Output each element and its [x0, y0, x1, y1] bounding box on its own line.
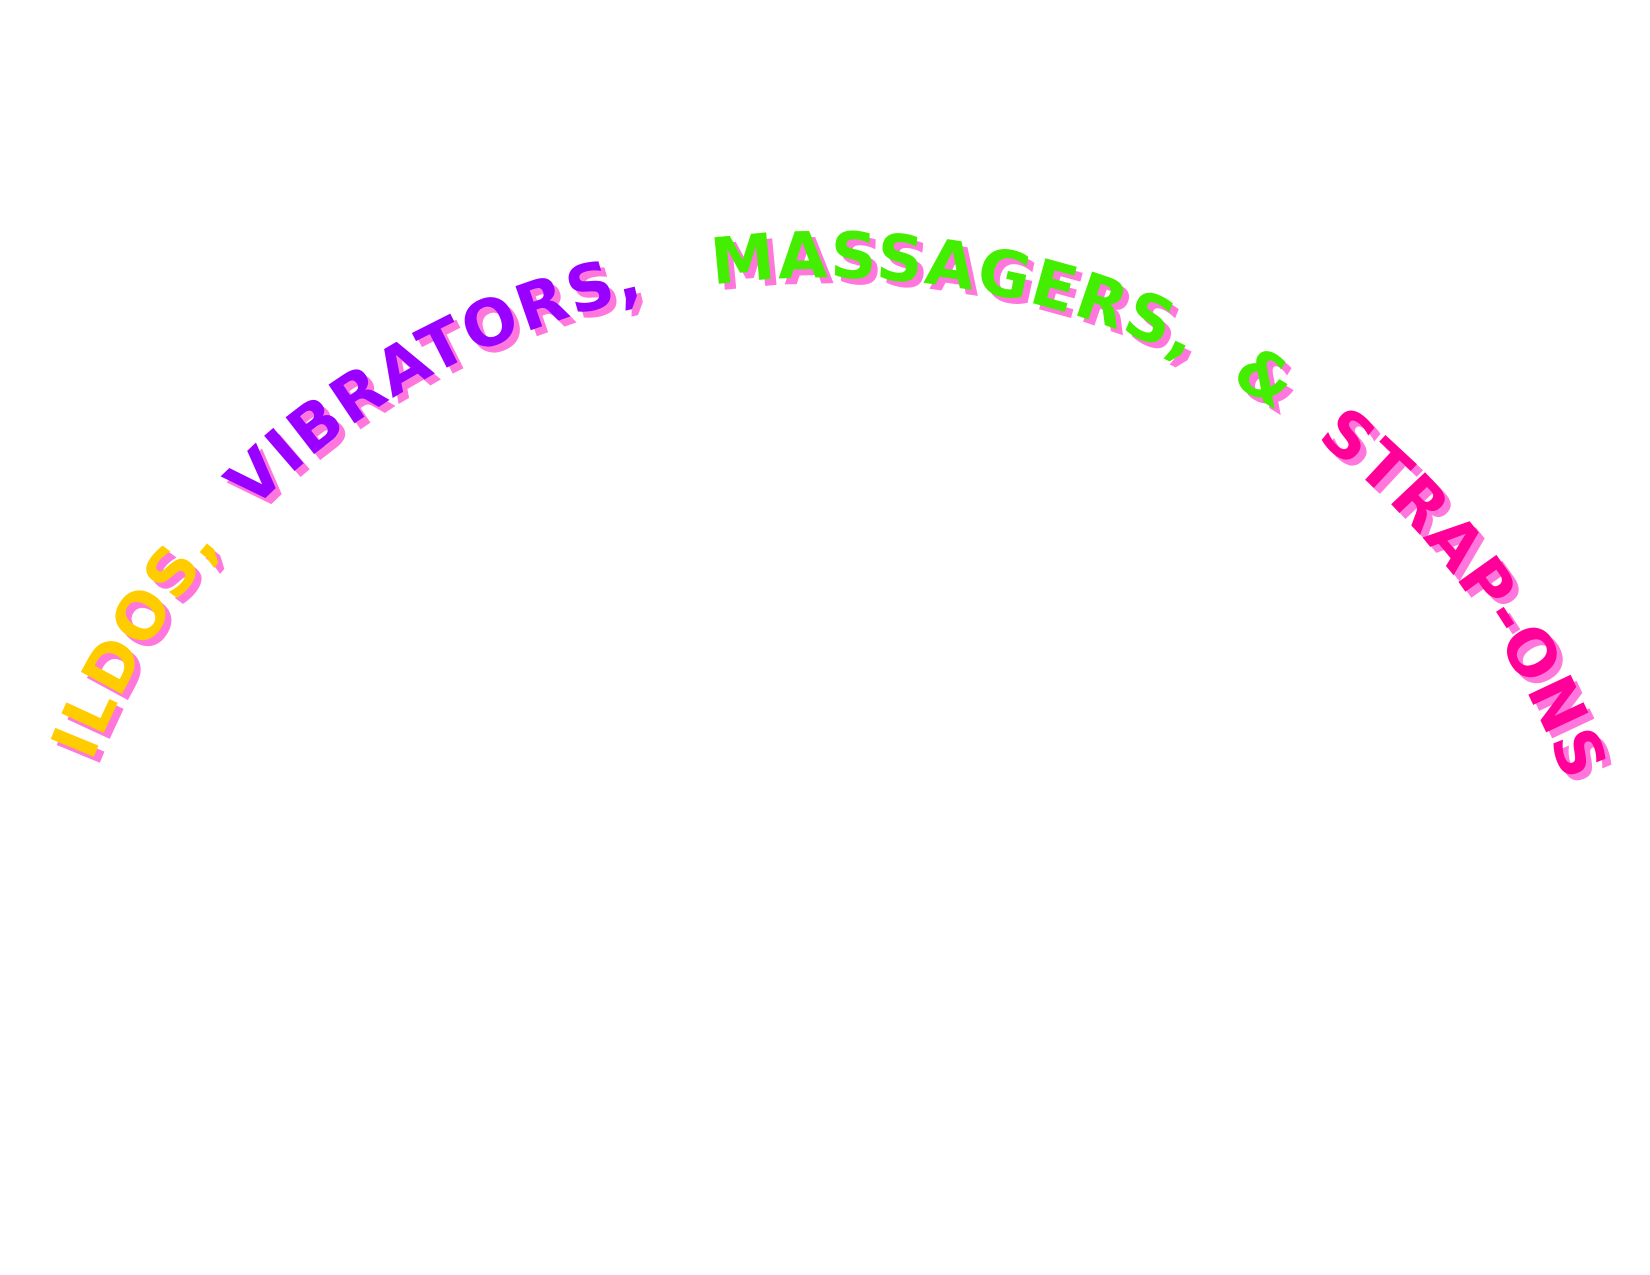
segment-ampersand: & [1221, 332, 1309, 425]
banner-shadow: DILDOS, VIBRATORS, MASSAGERS, & STRAP-ON… [0, 0, 1625, 796]
segment-strapons-shadow: STRAP-ONS! [0, 0, 1625, 796]
segment-strapons: STRAP-ONS! [0, 0, 1619, 790]
segment-dildos: DILDOS, [0, 0, 234, 768]
segment-vibrators: VIBRATORS, [213, 240, 650, 522]
banner-text: DILDOS, VIBRATORS, MASSAGERS, & STRAP-ON… [0, 0, 1619, 790]
